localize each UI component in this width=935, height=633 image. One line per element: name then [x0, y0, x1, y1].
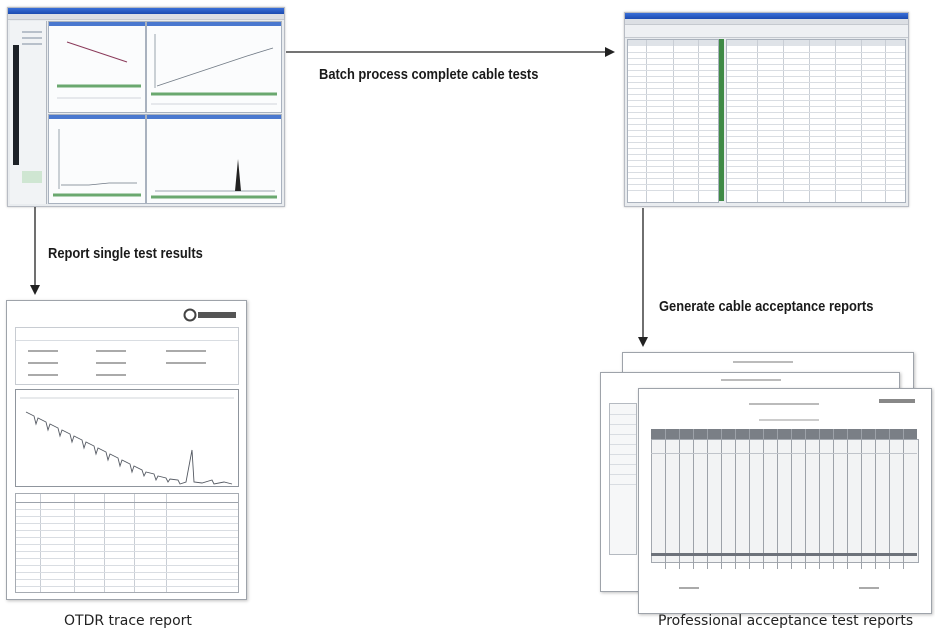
company-logo — [183, 308, 236, 322]
report-header-block — [15, 327, 239, 385]
otdr-report-page — [6, 300, 247, 600]
caption-acceptance-reports: Professional acceptance test reports — [658, 613, 914, 629]
otdr-trace-line — [25, 411, 233, 485]
window-menubar — [8, 14, 284, 20]
window-titlebar — [625, 13, 908, 19]
window-menubar — [625, 19, 908, 25]
window-titlebar — [8, 8, 284, 14]
events-table — [15, 493, 239, 593]
pane-trace-1 — [48, 21, 146, 113]
toolbar — [625, 25, 908, 38]
caption-otdr-report: OTDR trace report — [64, 613, 192, 629]
report-page-front — [638, 388, 932, 614]
analysis-software-screenshot — [7, 7, 285, 207]
acceptance-summary-chart — [651, 429, 919, 569]
pane-trace-2 — [146, 21, 282, 113]
middle-page-table — [609, 403, 637, 555]
label-generate-reports: Generate cable acceptance reports — [659, 298, 874, 315]
fiber-list-table — [627, 39, 719, 203]
label-report-single: Report single test results — [48, 245, 203, 262]
batch-results-screenshot — [624, 12, 909, 207]
label-batch-process: Batch process complete cable tests — [319, 66, 539, 83]
pane-trace-3 — [48, 114, 146, 204]
results-table — [726, 39, 906, 203]
left-panel — [10, 21, 47, 204]
pane-histogram — [146, 114, 282, 204]
green-separator — [719, 39, 724, 201]
otdr-trace-graph — [15, 389, 239, 487]
